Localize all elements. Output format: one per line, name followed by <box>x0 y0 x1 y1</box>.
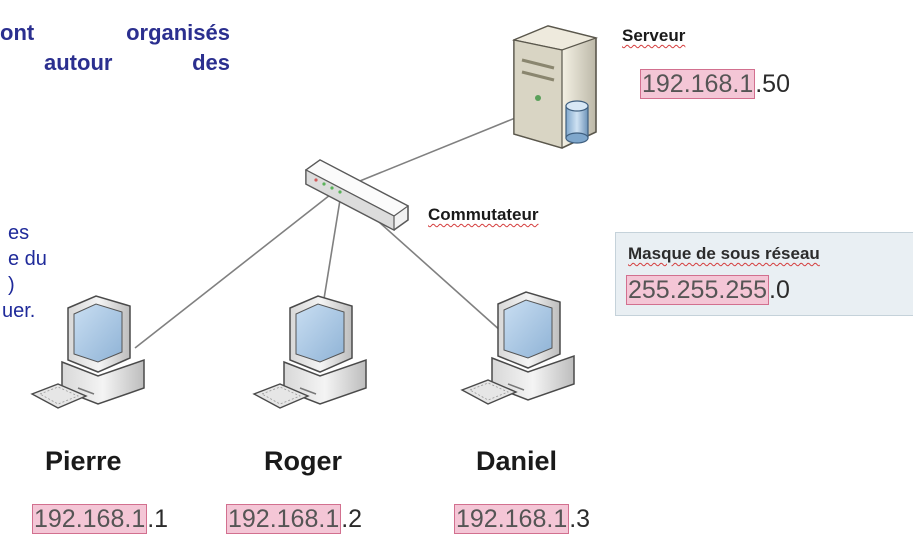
roger-ip-network: 192.168.1 <box>226 504 342 534</box>
body-line-4: uer. <box>2 300 36 322</box>
switch-icon <box>304 159 410 231</box>
server-label: Serveur <box>622 26 686 45</box>
pierre-ip-host: .1 <box>147 505 169 533</box>
cropped-body-text: es e du ) uer. <box>0 220 160 324</box>
database-icon <box>565 100 589 144</box>
computer-name-roger: Roger <box>264 446 343 476</box>
daniel-ip-network: 192.168.1 <box>454 504 570 534</box>
daniel-ip-host: .3 <box>569 505 591 533</box>
body-line-2: e du <box>8 248 47 270</box>
computer-icon-daniel <box>461 291 575 405</box>
link-switch-roger <box>322 199 341 306</box>
server-ip-host: .50 <box>755 70 790 98</box>
computer-name-pierre: Pierre <box>45 446 122 476</box>
cropped-heading-text: ont organisés autour des <box>0 18 230 78</box>
computer-icon-pierre <box>31 295 145 409</box>
server-ip-network: 192.168.1 <box>640 69 756 99</box>
server-icon <box>511 25 599 149</box>
subnet-mask-host: .0 <box>769 276 790 304</box>
body-line-1: es <box>8 222 30 244</box>
pierre-ip-network: 192.168.1 <box>32 504 148 534</box>
computer-icon-roger <box>253 295 367 409</box>
body-line-3: ) <box>8 274 15 296</box>
heading-line-2: autour des <box>44 50 230 75</box>
subnet-mask-network: 255.255.255 <box>626 275 770 305</box>
heading-line-1: ont organisés <box>0 20 230 45</box>
server-ip: 192.168.1.50 <box>640 69 790 99</box>
computer-ip-roger: 192.168.1.2 <box>226 504 363 534</box>
computer-name-daniel: Daniel <box>476 446 558 476</box>
link-switch-pierre <box>134 194 331 349</box>
link-switch-server <box>349 109 536 186</box>
switch-label: Commutateur <box>428 205 539 224</box>
subnet-mask-label: Masque de sous réseau <box>628 244 820 263</box>
computer-ip-daniel: 192.168.1.3 <box>454 504 591 534</box>
roger-ip-host: .2 <box>341 505 363 533</box>
link-switch-daniel <box>359 204 503 333</box>
computer-ip-pierre: 192.168.1.1 <box>32 504 169 534</box>
subnet-mask-value: 255.255.255.0 <box>626 275 790 305</box>
